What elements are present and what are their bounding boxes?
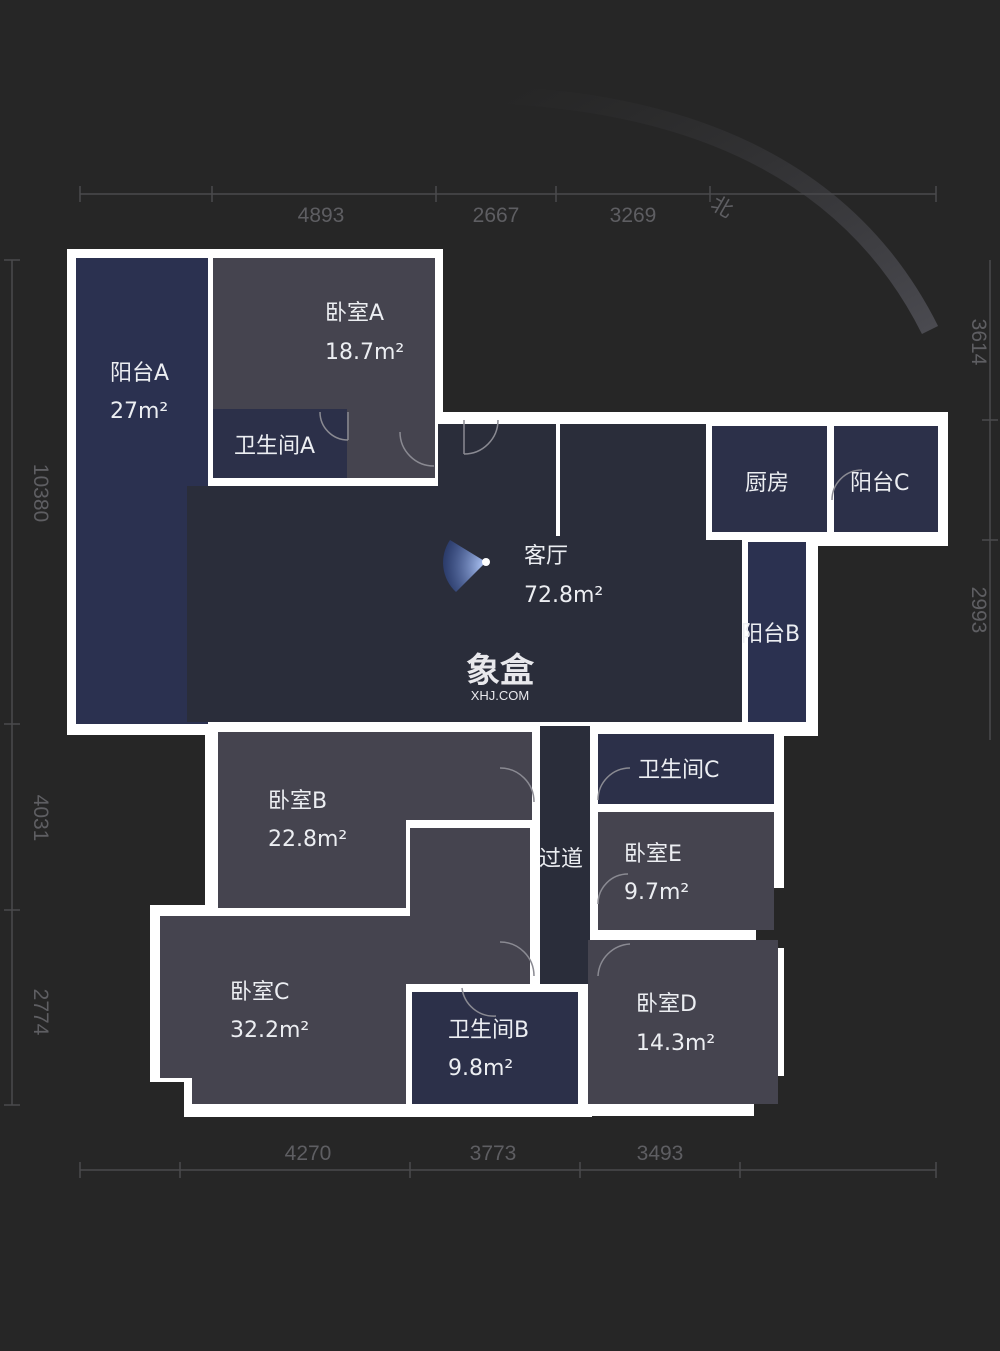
watermark-domain: XHJ.COM bbox=[471, 688, 530, 703]
door-swings bbox=[319, 411, 863, 1017]
corridor-name: 过道 bbox=[539, 847, 583, 872]
bedroom-e-name: 卧室E bbox=[624, 842, 682, 867]
room-bathroom-b[interactable] bbox=[412, 992, 578, 1104]
dim-bottom-1: 4270 bbox=[285, 1142, 332, 1165]
room-kitchen[interactable] bbox=[712, 426, 827, 532]
dim-top-1: 4893 bbox=[298, 204, 345, 227]
room-bathroom-a[interactable] bbox=[213, 409, 347, 478]
living-name: 客厅 bbox=[524, 544, 568, 569]
room-balcony-c[interactable] bbox=[834, 426, 938, 532]
bedroom-d-name: 卧室D bbox=[636, 992, 697, 1017]
compass-arc bbox=[499, 86, 939, 335]
balcony-c-name: 阳台C bbox=[850, 471, 909, 496]
room-bedroom-b[interactable] bbox=[218, 732, 532, 908]
bedroom-b-area: 22.8m² bbox=[268, 827, 347, 852]
bedroom-c-name: 卧室C bbox=[230, 980, 289, 1005]
room-bedroom-d[interactable] bbox=[588, 940, 778, 1104]
bedroom-e-area: 9.7m² bbox=[624, 880, 689, 905]
bedroom-b-name: 卧室B bbox=[268, 789, 327, 814]
room-balcony-a[interactable] bbox=[76, 258, 208, 724]
dim-bottom-2: 3773 bbox=[470, 1142, 517, 1165]
room-balcony-b[interactable] bbox=[748, 542, 806, 722]
watermark-brand: 象盒 bbox=[466, 651, 535, 691]
dim-left-1: 10380 bbox=[29, 464, 52, 522]
room-corridor[interactable] bbox=[540, 726, 590, 984]
dim-right-2: 2993 bbox=[967, 587, 990, 634]
viewpoint-compass-icon bbox=[443, 540, 490, 592]
bedroom-a-area: 18.7m² bbox=[325, 340, 404, 365]
dim-right-1: 3614 bbox=[967, 319, 990, 366]
room-bedroom-e[interactable] bbox=[598, 812, 774, 930]
bathroom-c-name: 卫生间C bbox=[638, 758, 719, 783]
dimension-lines bbox=[4, 186, 998, 1178]
dim-left-2: 4031 bbox=[29, 795, 52, 842]
bathroom-b-name: 卫生间B bbox=[448, 1018, 529, 1043]
dim-top-2: 2667 bbox=[473, 204, 520, 227]
dim-left-3: 2774 bbox=[29, 989, 52, 1036]
dim-bottom-3: 3493 bbox=[637, 1142, 684, 1165]
balcony-a-area: 27m² bbox=[110, 399, 168, 424]
room-bathroom-c[interactable] bbox=[598, 734, 774, 804]
room-bedroom-c[interactable] bbox=[160, 828, 530, 1104]
bathroom-a-name: 卫生间A bbox=[234, 434, 315, 459]
balcony-b-name: 阳台B bbox=[741, 622, 800, 647]
balcony-a-name: 阳台A bbox=[110, 361, 169, 386]
kitchen-name: 厨房 bbox=[745, 471, 789, 496]
dim-top-3: 3269 bbox=[610, 204, 657, 227]
bathroom-b-area: 9.8m² bbox=[448, 1056, 513, 1081]
living-area: 72.8m² bbox=[524, 583, 603, 608]
compass-north-label: 北 bbox=[707, 192, 737, 222]
bedroom-d-area: 14.3m² bbox=[636, 1031, 715, 1056]
bedroom-a-name: 卧室A bbox=[325, 301, 384, 326]
bedroom-c-area: 32.2m² bbox=[230, 1018, 309, 1043]
